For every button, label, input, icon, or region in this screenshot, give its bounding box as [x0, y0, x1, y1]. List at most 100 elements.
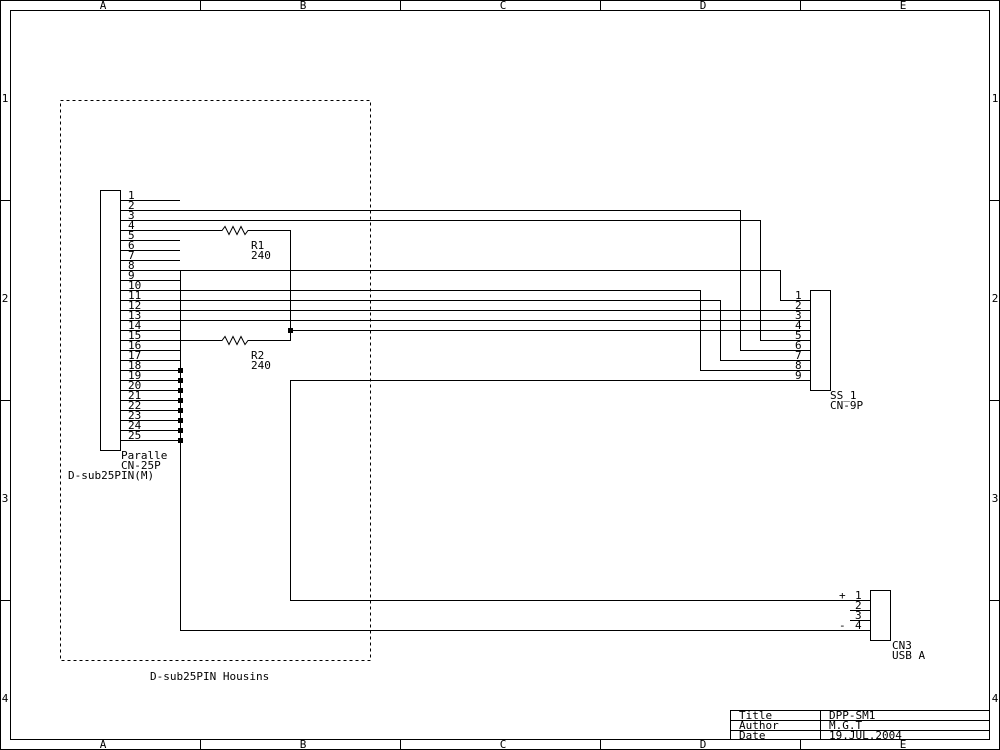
ss1-pin-label: 3 — [795, 309, 802, 322]
r1-value: 240 — [251, 249, 271, 262]
cn25-pin-label: 18 — [128, 359, 141, 372]
junction-dot-ground — [178, 428, 183, 433]
housing-label: D-sub25PIN Housins — [150, 670, 269, 683]
ss1-part: CN-9P — [830, 399, 863, 412]
junction-dot-ground — [178, 368, 183, 373]
ss1-pin-label: 6 — [795, 339, 802, 352]
ss1-body — [810, 290, 831, 391]
cn25-body — [100, 190, 121, 451]
cn25-pin-label: 4 — [128, 219, 135, 232]
cn25-pin-label: 5 — [128, 229, 135, 242]
cn25-pin-label: 14 — [128, 319, 142, 332]
wire-cn25-11-to-ss1-7 — [120, 300, 810, 361]
col-label-bottom-d: D — [700, 738, 707, 750]
ss1-pin-label: 2 — [795, 299, 802, 312]
junction-dot-ground — [178, 418, 183, 423]
col-label-top-d: D — [700, 0, 707, 12]
cn25-desc: D-sub25PIN(M) — [68, 469, 154, 482]
ss1-pin-label: 9 — [795, 369, 802, 382]
cn25-pin-label: 20 — [128, 379, 141, 392]
ss1-pin-label: 7 — [795, 349, 802, 362]
author-value: M.G.T — [829, 719, 862, 732]
row-label-left-1: 1 — [2, 92, 9, 105]
r2-value: 240 — [251, 359, 271, 372]
junction-dot-r1-r2 — [288, 328, 293, 333]
wire-ss1-9-to-usb-1 — [290, 380, 870, 601]
cn25-pin-label: 3 — [128, 209, 135, 222]
sheet-inner-border — [10, 10, 990, 740]
ss1-ref: SS_1 — [830, 389, 857, 402]
row-label-right-1: 1 — [992, 92, 999, 105]
ss1-pin-label: 5 — [795, 329, 802, 342]
title-value: DPP-SM1 — [829, 709, 875, 722]
col-label-bottom-e: E — [900, 738, 907, 750]
cn25-pin-label: 17 — [128, 349, 141, 362]
cn25-pin-label: 16 — [128, 339, 141, 352]
row-label-left-3: 3 — [2, 492, 9, 505]
cn25-pin-label: 7 — [128, 249, 135, 262]
col-label-top-a: A — [100, 0, 107, 12]
cn25-name: Paralle — [121, 449, 167, 462]
col-label-top-c: C — [500, 0, 507, 12]
cn3-pin-label: 3 — [855, 609, 862, 622]
cn25-pin-label: 12 — [128, 299, 141, 312]
cn3-pin-label: 2 — [855, 599, 862, 612]
cn25-pin-label: 13 — [128, 309, 141, 322]
row-label-right-3: 3 — [992, 492, 999, 505]
cn3-part: USB A — [892, 649, 925, 662]
wire-cn25-2-to-ss1-6 — [120, 210, 810, 351]
r1-ref: R1 — [251, 239, 264, 252]
row-label-left-2: 2 — [2, 292, 9, 305]
row-label-left-4: 4 — [2, 692, 9, 705]
cn3-ref: CN3 — [892, 639, 912, 652]
ss1-pin-label: 8 — [795, 359, 802, 372]
cn25-pin-label: 23 — [128, 409, 141, 422]
date-label: Date — [739, 729, 766, 742]
junction-dot-ground — [178, 408, 183, 413]
cn25-pin-label: 2 — [128, 199, 135, 212]
wire-gnd-bus — [180, 370, 870, 631]
cn25-pin-label: 11 — [128, 289, 141, 302]
wire-cn25-10-to-ss1-8 — [120, 290, 810, 371]
wire-cn25-3-to-ss1-5 — [120, 220, 810, 341]
cn25-pin-label: 21 — [128, 389, 141, 402]
cn25-pin-label: 9 — [128, 269, 135, 282]
cn25-pin-list: 1234567891011121314151617181920212223242… — [120, 189, 180, 442]
junction-dot-ground — [178, 388, 183, 393]
cn25-pin-label: 24 — [128, 419, 142, 432]
cn25-part: CN-25P — [121, 459, 161, 472]
cn25-pin-label: 1 — [128, 189, 135, 202]
cn3-plus: + — [839, 589, 846, 602]
cn3-pin-label: 4 — [855, 619, 862, 632]
cn3-body — [870, 590, 891, 641]
cn25-pin-label: 19 — [128, 369, 141, 382]
row-label-right-2: 2 — [992, 292, 999, 305]
cn25-pin-label: 22 — [128, 399, 141, 412]
cn25-pin-label: 15 — [128, 329, 141, 342]
junction-dots — [178, 328, 293, 443]
cn25-pin-label: 10 — [128, 279, 141, 292]
cn25-pin-label: 25 — [128, 429, 141, 442]
ss1-pin-label: 1 — [795, 289, 802, 302]
col-label-bottom-c: C — [500, 738, 507, 750]
junction-dot-ground — [178, 398, 183, 403]
cn3-pin-label: 1 — [855, 589, 862, 602]
title-block: Title DPP-SM1 Author M.G.T Date 19.JUL.2… — [730, 709, 990, 742]
cn25-pin-label: 8 — [128, 259, 135, 272]
author-label: Author — [739, 719, 779, 732]
col-label-bottom-b: B — [300, 738, 307, 750]
col-label-top-b: B — [300, 0, 307, 12]
title-label: Title — [739, 709, 772, 722]
title-block-frame — [730, 710, 990, 740]
wires — [120, 210, 870, 631]
cn25-pin-label: 6 — [128, 239, 135, 252]
junction-dot-ground — [178, 438, 183, 443]
junction-dot-ground — [178, 378, 183, 383]
col-label-bottom-a: A — [100, 738, 107, 750]
